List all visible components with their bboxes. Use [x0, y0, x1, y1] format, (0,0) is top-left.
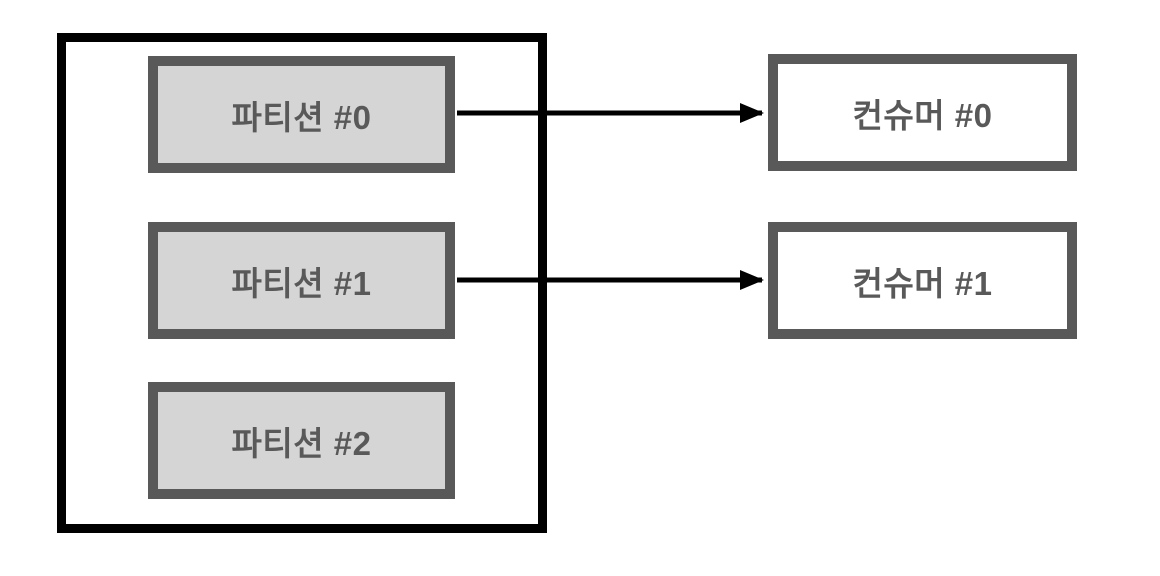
- partition-0-box: 파티션 #0: [148, 56, 455, 173]
- partition-2-box: 파티션 #2: [148, 382, 455, 499]
- partition-2-label: 파티션 #2: [231, 424, 372, 462]
- partition-0-label: 파티션 #0: [231, 98, 372, 136]
- consumer-1-label: 컨슈머 #1: [852, 264, 993, 302]
- partition-1-label: 파티션 #1: [231, 264, 372, 302]
- consumer-0-box: 컨슈머 #0: [768, 54, 1077, 171]
- consumer-1-box: 컨슈머 #1: [768, 222, 1077, 339]
- partition-group-box: [57, 33, 547, 533]
- partition-1-box: 파티션 #1: [148, 222, 455, 339]
- consumer-0-label: 컨슈머 #0: [852, 96, 993, 134]
